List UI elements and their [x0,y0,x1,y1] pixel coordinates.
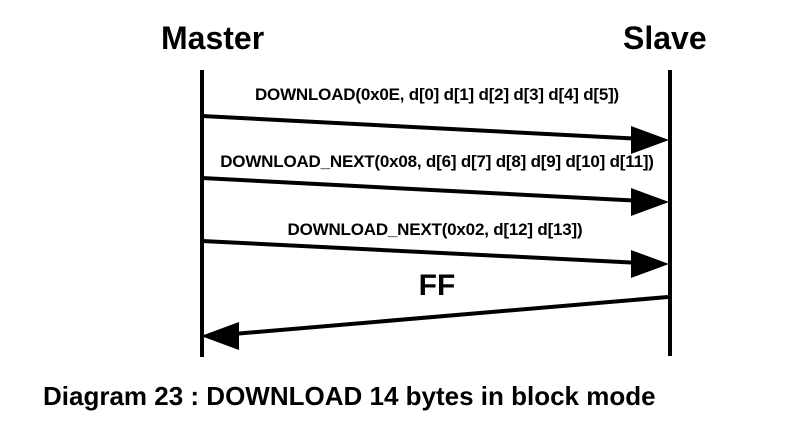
message-label-3: DOWNLOAD_NEXT(0x02, d[12] d[13]) [287,220,583,239]
message-arrow-1 [201,114,669,154]
participant-label-master: Master [161,20,265,56]
message-arrow-3-shaft [201,239,663,266]
message-arrow-4-shaft [209,295,669,338]
message-arrow-1-shaft [201,114,663,142]
message-arrow-3 [201,239,669,278]
arrowhead-right-icon [631,126,669,154]
arrowhead-left-icon [201,322,239,350]
diagram-caption: Diagram 23 : DOWNLOAD 14 bytes in block … [43,381,656,411]
participant-label-slave: Slave [623,20,707,56]
message-arrow-2-shaft [201,176,663,204]
message-arrow-4 [201,295,669,350]
message-arrow-2 [201,176,669,216]
arrowhead-right-icon [631,250,669,278]
message-label-2: DOWNLOAD_NEXT(0x08, d[6] d[7] d[8] d[9] … [220,152,654,171]
message-label-1: DOWNLOAD(0x0E, d[0] d[1] d[2] d[3] d[4] … [254,85,620,104]
message-label-ff: FF [418,269,456,302]
arrowhead-right-icon [631,188,669,216]
